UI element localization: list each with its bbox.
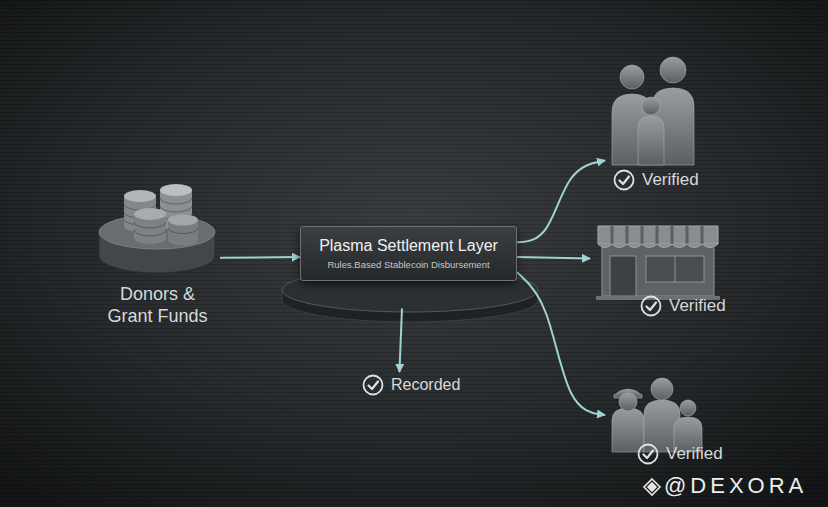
node-label: Verified	[669, 296, 726, 316]
check-row: Verified	[613, 169, 723, 191]
connector-arrow	[399, 309, 402, 372]
people-figure	[612, 378, 702, 452]
coin-stack	[99, 184, 215, 273]
box-title: Plasma Settlement Layer	[311, 236, 506, 255]
node-label: Donors & Grant Funds	[95, 284, 220, 327]
connector-arrow	[517, 257, 590, 258]
connector-arrow	[517, 272, 605, 415]
record-node: Recorded	[362, 372, 466, 400]
check-row: Verified	[637, 443, 723, 465]
check-icon	[637, 443, 659, 465]
recipient-node: Verified	[590, 216, 735, 322]
recipient-node: Verified	[605, 45, 723, 197]
shop-figure	[596, 226, 720, 300]
node-label: Recorded	[391, 375, 460, 394]
box-subtitle: Rules.Based Stablecoin Disbursement	[311, 259, 506, 271]
connector-arrow	[220, 256, 300, 259]
check-icon	[362, 374, 384, 396]
source-node: Donors & Grant Funds	[95, 172, 220, 337]
connector-arrow	[517, 161, 605, 243]
check-icon	[640, 295, 662, 317]
node-label: Verified	[666, 444, 723, 464]
recipient-node: Verified	[605, 378, 723, 478]
check-row: Verified	[640, 295, 735, 317]
watermark-logo	[644, 479, 660, 495]
family-figure	[612, 57, 694, 165]
watermark: @DEXORA	[664, 473, 807, 499]
process-box: Plasma Settlement LayerRules.Based Stabl…	[300, 226, 517, 281]
node-label: Verified	[642, 170, 699, 190]
check-icon	[613, 169, 635, 191]
check-row: Recorded	[362, 374, 466, 396]
